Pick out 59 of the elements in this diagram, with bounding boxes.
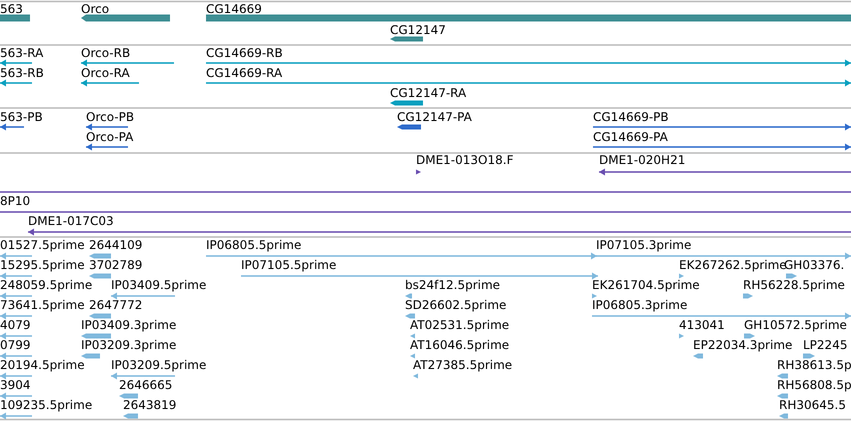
feature-label: CG14669 <box>206 3 262 15</box>
feature-label: Orco-PA <box>86 131 134 143</box>
feature-label: CG12147 <box>390 24 446 36</box>
feature-label: EK261704.5prime <box>592 279 700 291</box>
feature-label: bs24f12.5prime <box>405 279 500 291</box>
feature-label: 3904 <box>0 379 31 391</box>
feature-label: CG12147-RA <box>390 87 466 99</box>
feature-label: EP22034.3prime <box>693 339 792 351</box>
feature-label: AT02531.5prime <box>410 319 510 331</box>
feature-label: Orco-RA <box>81 67 130 79</box>
feature-label: 563 <box>0 3 23 15</box>
feature-label: SD26602.5prime <box>405 299 506 311</box>
feature-label: Orco-RB <box>81 47 130 59</box>
feature-label: DME1-017C03 <box>28 215 114 227</box>
feature-label: 2644109 <box>89 239 142 251</box>
feature-label: 2647772 <box>89 299 142 311</box>
feature-label: AT27385.5prime <box>413 359 512 371</box>
feature-label: RH38613.5p <box>777 359 851 371</box>
feature-label: CG12147-PA <box>397 111 472 123</box>
feature-label: RH56228.5prime <box>743 279 845 291</box>
feature-label: CG14669-RA <box>206 67 282 79</box>
feature-label: DME1-020H21 <box>599 154 686 166</box>
feature-label: 01527.5prime <box>0 239 85 251</box>
feature-label: IP07105.5prime <box>241 259 336 271</box>
feature-label: RH30645.5 <box>779 399 846 411</box>
feature-label: IP03409.5prime <box>111 279 206 291</box>
feature-label: CG14669-RB <box>206 47 283 59</box>
feature-label: DME1-013O18.F <box>416 154 514 166</box>
feature-label: IP06805.3prime <box>592 299 688 311</box>
feature-label: 109235.5prime <box>0 399 92 411</box>
feature-label: 563-RA <box>0 47 44 59</box>
feature-label: EK267262.5prime <box>679 259 787 271</box>
feature-label: CG14669-PB <box>593 111 669 123</box>
feature-label: IP03209.5prime <box>111 359 206 371</box>
feature-label: 0799 <box>0 339 31 351</box>
feature-label: GH10572.5prime <box>744 319 847 331</box>
feature-label: Orco-PB <box>86 111 134 123</box>
feature-label: 563-PB <box>0 111 43 123</box>
feature-label: 3702789 <box>89 259 142 271</box>
feature-label: GH03376. <box>784 259 844 271</box>
feature-label: IP07105.3prime <box>596 239 692 251</box>
feature-label: 8P10 <box>0 195 30 207</box>
feature-label: IP03209.3prime <box>81 339 176 351</box>
feature-label: 2646665 <box>119 379 172 391</box>
feature-label: 15295.5prime <box>0 259 85 271</box>
feature-label: CG14669-PA <box>593 131 668 143</box>
feature-label: AT16046.5prime <box>410 339 510 351</box>
feature-label: IP06805.5prime <box>206 239 302 251</box>
feature-label: 563-RB <box>0 67 44 79</box>
feature-label: 2643819 <box>123 399 176 411</box>
feature-label: 4079 <box>0 319 31 331</box>
feature-label: LP2245 <box>803 339 848 351</box>
feature-label: Orco <box>81 3 110 15</box>
feature-label: RH56808.5p <box>777 379 851 391</box>
feature-label: 413041 <box>679 319 725 331</box>
feature-label: IP03409.3prime <box>81 319 176 331</box>
feature-label: 20194.5prime <box>0 359 85 371</box>
feature-label: 73641.5prime <box>0 299 85 311</box>
feature-label: 248059.5prime <box>0 279 92 291</box>
